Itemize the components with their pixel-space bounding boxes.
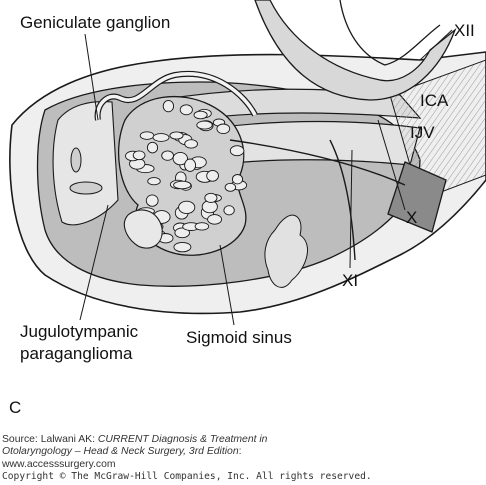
leader-paraganglioma bbox=[79, 204, 109, 321]
tumor-lobule bbox=[196, 120, 213, 130]
label-ijv: IJV bbox=[410, 123, 435, 142]
tumor-lobule bbox=[132, 150, 146, 161]
tumor-lobule bbox=[146, 141, 159, 154]
middle-ear-field bbox=[52, 101, 119, 226]
source-url: www.accesssurgery.com bbox=[2, 458, 116, 470]
label-sigmoid-sinus: Sigmoid sinus bbox=[186, 328, 292, 347]
leader-xii bbox=[419, 29, 453, 61]
source-copyright: Copyright © The McGraw-Hill Companies, I… bbox=[2, 471, 372, 483]
source-line-1: Source: Lalwani AK: CURRENT Diagnosis & … bbox=[2, 434, 486, 446]
source-title-2: Otolaryngology – Head & Neck Surgery, 3r… bbox=[2, 446, 239, 458]
label-jugulotympanic: Jugulotympanic bbox=[20, 322, 139, 341]
source-prefix: Source: Lalwani AK: bbox=[2, 434, 98, 445]
tumor-lobule bbox=[174, 227, 190, 239]
soft-tissue bbox=[264, 214, 308, 288]
leader-x bbox=[377, 119, 406, 211]
xii-nerve bbox=[339, 0, 441, 66]
tumor-lobule bbox=[161, 150, 174, 161]
facial-nerve-inner bbox=[95, 72, 257, 121]
tumor-lobule bbox=[207, 214, 223, 225]
tumor-lobule bbox=[223, 205, 235, 216]
tumor-lobule bbox=[139, 131, 155, 140]
tumor-lobule bbox=[184, 158, 197, 172]
sigmoid-sinus bbox=[123, 209, 163, 249]
label-ica: ICA bbox=[420, 91, 449, 110]
tumor-lobule bbox=[216, 123, 231, 135]
tumor-lobule bbox=[162, 99, 175, 113]
tumor-lobule bbox=[178, 200, 196, 215]
xi-nerve bbox=[329, 139, 356, 261]
label-x: X bbox=[406, 208, 417, 227]
label-xii: XII bbox=[454, 21, 475, 40]
leader-sigmoid-sinus bbox=[219, 244, 235, 326]
tumor-lobule bbox=[147, 177, 161, 186]
tumor-lobule bbox=[173, 180, 192, 190]
tumor-lobule bbox=[231, 174, 244, 185]
tumor-lobule bbox=[193, 110, 208, 120]
tumor-lobule bbox=[169, 131, 184, 140]
label-paraganglioma: paraganglioma bbox=[20, 344, 133, 363]
label-xi: XI bbox=[342, 271, 358, 290]
leader-xi bbox=[349, 149, 353, 269]
panel-letter: C bbox=[9, 398, 22, 417]
tumor-lobule bbox=[184, 139, 198, 149]
retractor bbox=[387, 161, 447, 233]
tumor-lobule bbox=[173, 241, 192, 253]
oval-recess bbox=[69, 181, 103, 195]
tumor-lobule bbox=[229, 145, 245, 157]
tumor-lobule bbox=[145, 194, 159, 207]
tumor-lobule bbox=[179, 104, 193, 116]
source-title-1: CURRENT Diagnosis & Treatment in bbox=[97, 434, 268, 445]
source-credit: Source: Lalwani AK: CURRENT Diagnosis & … bbox=[2, 434, 486, 484]
tumor-lobule bbox=[206, 169, 219, 182]
round-recess bbox=[70, 147, 82, 173]
tumor-lobules bbox=[125, 99, 248, 253]
tumor-lobule bbox=[204, 192, 218, 203]
leader-geniculate bbox=[84, 33, 99, 121]
source-title-suffix: : bbox=[238, 446, 242, 458]
tumor-lobule bbox=[172, 151, 188, 166]
tumor-lobule bbox=[224, 182, 237, 192]
label-geniculate-ganglion: Geniculate ganglion bbox=[20, 13, 170, 32]
tumor-lobule bbox=[194, 222, 210, 231]
xii-sheath bbox=[254, 0, 457, 101]
x-nerve bbox=[229, 139, 406, 186]
source-line-2: Otolaryngology – Head & Neck Surgery, 3r… bbox=[2, 446, 486, 458]
tumor-lobule bbox=[152, 133, 170, 142]
